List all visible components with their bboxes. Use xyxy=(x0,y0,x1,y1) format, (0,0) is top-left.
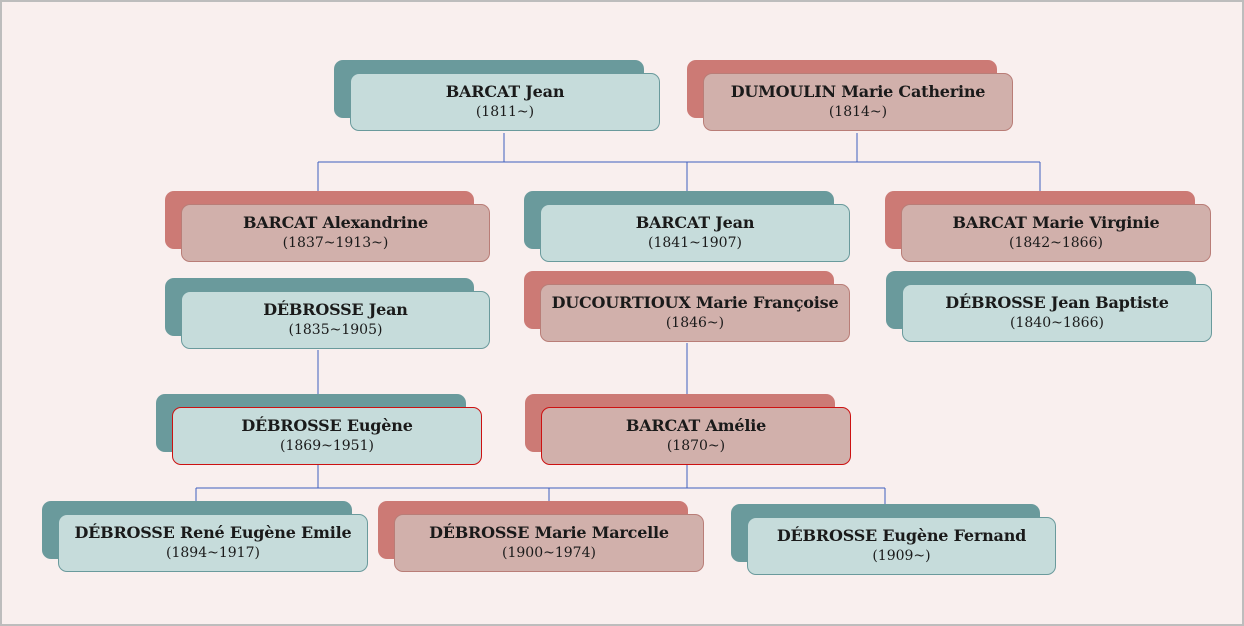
person-dates: (1894~1917) xyxy=(166,545,260,561)
person-dates: (1837~1913~) xyxy=(282,235,389,251)
person-dates: (1846~) xyxy=(665,315,725,331)
person-name: DUMOULIN Marie Catherine xyxy=(730,82,986,101)
person-dates: (1811~) xyxy=(475,104,535,120)
person-dates: (1909~) xyxy=(872,548,931,564)
person-name: BARCAT Jean xyxy=(445,82,565,101)
person-name: BARCAT Amélie xyxy=(625,416,767,435)
person-name: DÉBROSSE Marie Marcelle xyxy=(429,523,669,542)
person-dates: (1900~1974) xyxy=(502,545,596,561)
card-body: BARCAT Jean (1841~1907) xyxy=(540,204,850,262)
person-name: DÉBROSSE Eugène xyxy=(241,416,413,435)
person-dates: (1841~1907) xyxy=(648,235,742,251)
person-dates: (1835~1905) xyxy=(288,322,383,338)
person-name: DÉBROSSE Jean xyxy=(263,300,408,319)
card-body: DUCOURTIOUX Marie Françoise (1846~) xyxy=(540,284,850,342)
card-body: BARCAT Amélie (1870~) xyxy=(541,407,851,465)
person-name: BARCAT Alexandrine xyxy=(242,213,429,232)
card-body: BARCAT Marie Virginie (1842~1866) xyxy=(901,204,1211,262)
person-name: DÉBROSSE Eugène Fernand xyxy=(776,526,1027,545)
person-dates: (1840~1866) xyxy=(1010,315,1104,331)
card-body: DÉBROSSE Marie Marcelle (1900~1974) xyxy=(394,514,704,572)
card-body: DÉBROSSE Jean Baptiste (1840~1866) xyxy=(902,284,1212,342)
card-body: DÉBROSSE Eugène Fernand (1909~) xyxy=(747,517,1056,575)
card-body: DÉBROSSE Eugène (1869~1951) xyxy=(172,407,482,465)
card-body: BARCAT Alexandrine (1837~1913~) xyxy=(181,204,490,262)
card-body: DÉBROSSE René Eugène Emile (1894~1917) xyxy=(58,514,368,572)
card-body: DUMOULIN Marie Catherine (1814~) xyxy=(703,73,1013,131)
person-name: DÉBROSSE René Eugène Emile xyxy=(74,523,352,542)
person-name: DUCOURTIOUX Marie Françoise xyxy=(551,293,839,312)
card-body: BARCAT Jean (1811~) xyxy=(350,73,660,131)
card-body: DÉBROSSE Jean (1835~1905) xyxy=(181,291,490,349)
person-dates: (1869~1951) xyxy=(280,438,374,454)
person-name: BARCAT Marie Virginie xyxy=(952,213,1160,232)
person-name: DÉBROSSE Jean Baptiste xyxy=(945,293,1169,312)
person-dates: (1842~1866) xyxy=(1009,235,1103,251)
person-dates: (1870~) xyxy=(666,438,726,454)
person-name: BARCAT Jean xyxy=(635,213,755,232)
person-dates: (1814~) xyxy=(828,104,888,120)
